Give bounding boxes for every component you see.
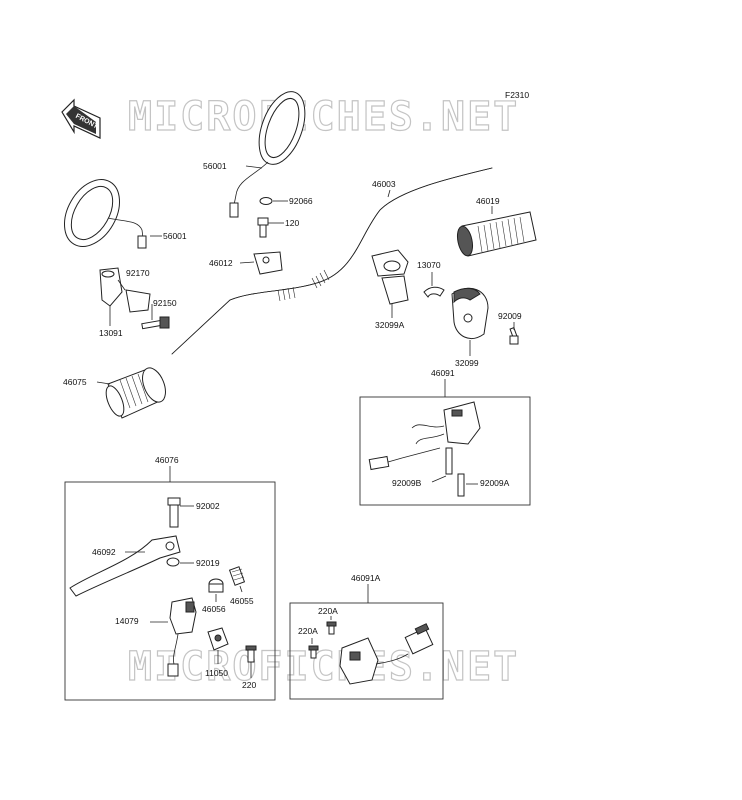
label-32099A: 32099A bbox=[375, 320, 405, 330]
watermark-top: MICROFICHES.NET bbox=[128, 94, 519, 140]
grip-46019 bbox=[456, 211, 537, 257]
switch-46091 bbox=[368, 401, 481, 497]
screw-220A-lower bbox=[308, 645, 319, 659]
label-92019: 92019 bbox=[196, 558, 220, 568]
mirror-right bbox=[229, 91, 306, 218]
label-92150: 92150 bbox=[153, 298, 177, 308]
label-92170: 92170 bbox=[126, 268, 150, 278]
label-92009B: 92009B bbox=[392, 478, 422, 488]
label-92066: 92066 bbox=[289, 196, 313, 206]
lever-46092 bbox=[69, 535, 181, 597]
box-46091A bbox=[289, 602, 444, 700]
label-13091: 13091 bbox=[99, 328, 123, 338]
label-46019: 46019 bbox=[476, 196, 500, 206]
holder-46012 bbox=[253, 251, 283, 275]
bolt-120 bbox=[257, 217, 269, 238]
label-46092: 46092 bbox=[92, 547, 116, 557]
label-46076: 46076 bbox=[155, 455, 179, 465]
label-220: 220 bbox=[242, 680, 256, 690]
grip-46075 bbox=[105, 367, 166, 419]
adjuster-46055 bbox=[228, 566, 246, 586]
screw-220A-upper bbox=[326, 621, 337, 635]
front-arrow-icon: FRONT bbox=[61, 98, 101, 139]
switch-14079 bbox=[167, 597, 197, 677]
screw-92009 bbox=[509, 327, 519, 345]
label-220A-upper: 220A bbox=[318, 606, 338, 616]
bushing-46056 bbox=[208, 578, 224, 593]
housing-32099 bbox=[451, 287, 489, 339]
label-120: 120 bbox=[285, 218, 299, 228]
label-32099: 32099 bbox=[455, 358, 479, 368]
label-92009A: 92009A bbox=[480, 478, 510, 488]
label-92002: 92002 bbox=[196, 501, 220, 511]
screw-220 bbox=[245, 645, 257, 663]
diagram-code: F2310 bbox=[505, 90, 529, 100]
label-56001a: 56001 bbox=[203, 161, 227, 171]
handlebar-46003 bbox=[171, 167, 493, 355]
label-46055: 46055 bbox=[230, 596, 254, 606]
washer-92066 bbox=[259, 197, 273, 205]
bolt-92002 bbox=[167, 497, 181, 528]
holder-13091 bbox=[99, 267, 151, 313]
label-46075: 46075 bbox=[63, 377, 87, 387]
label-46012: 46012 bbox=[209, 258, 233, 268]
clamp-32099A bbox=[371, 249, 409, 305]
plate-13070 bbox=[423, 286, 445, 298]
switch-46091A bbox=[339, 623, 434, 685]
bolt-92150 bbox=[141, 316, 170, 330]
label-14079: 14079 bbox=[115, 616, 139, 626]
label-11050: 11050 bbox=[205, 668, 228, 678]
nut-92019 bbox=[166, 557, 180, 567]
watermark-bottom: MICROFICHES.NET bbox=[128, 644, 519, 690]
label-46091: 46091 bbox=[431, 368, 455, 378]
label-46091A: 46091A bbox=[351, 573, 381, 583]
switch-11050 bbox=[207, 627, 229, 651]
label-220A-lower: 220A bbox=[298, 626, 318, 636]
label-92009: 92009 bbox=[498, 311, 522, 321]
label-56001b: 56001 bbox=[163, 231, 187, 241]
label-46056: 46056 bbox=[202, 604, 226, 614]
label-46003: 46003 bbox=[372, 179, 396, 189]
label-13070: 13070 bbox=[417, 260, 441, 270]
mirror-left bbox=[64, 179, 147, 249]
